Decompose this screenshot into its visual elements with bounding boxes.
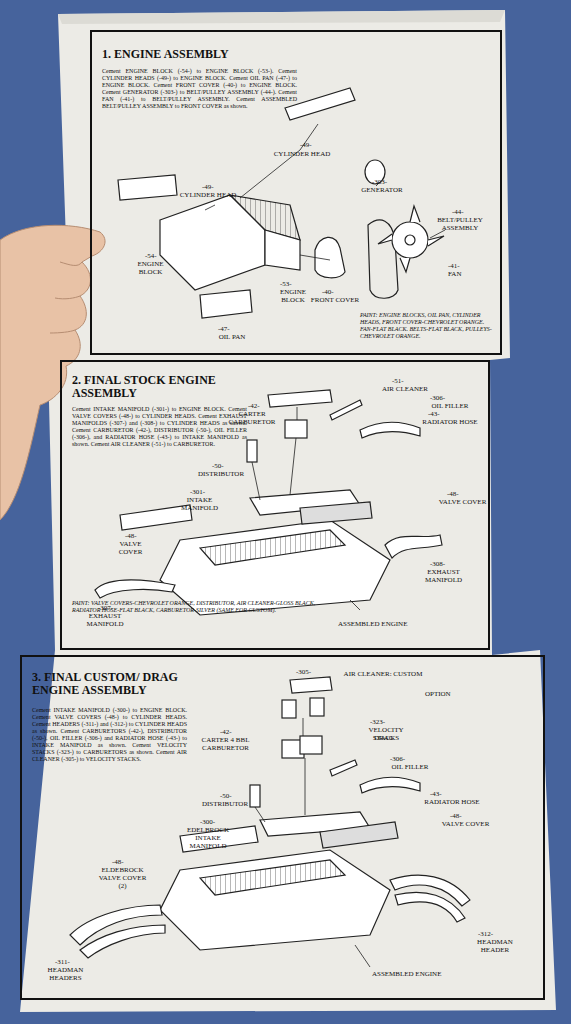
callout-number: -303- [372,178,387,186]
step-heading: 1. ENGINE ASSEMBLY [102,48,282,61]
callout-number: -305- [296,668,311,676]
callout-number: -49- [300,141,312,149]
instruction-panel: 2. FINAL STOCK ENGINE ASSEMBLY Cement INT… [60,360,490,650]
callout-number: -312- [478,930,493,938]
callout-number: -54- [145,252,157,260]
part-name: OPTION [425,690,451,698]
part-name: FRONT COVER [310,296,360,304]
callout-number: -44- [452,208,464,216]
part-name: ENGINE BLOCK [268,288,318,304]
callout-number: -42- [220,728,232,736]
part-name: ELDEBROCK VALVE COVER (2) [95,866,150,890]
part-name: VALVE COVER [108,540,153,556]
callout-number: -48- [125,532,137,540]
part-name: FAN [448,270,461,278]
callout-number: -47- [218,325,230,333]
callout-number: -50- [212,462,224,470]
part-name: CYLINDER HEAD [178,191,238,199]
part-name: ENGINE BLOCK [128,260,173,276]
callout-number: -41- [448,262,460,270]
callout-number: -48- [450,812,462,820]
step-instructions: Cement INTAKE MANIFOLD (-301-) to ENGINE… [72,406,247,448]
part-name: CARTER 4 BBL CARBURETOR [188,736,263,752]
part-name: OIL PAN [212,333,252,341]
part-name: AIR CLEANER [375,385,435,393]
part-name: RADIATOR HOSE [422,798,482,806]
step-instructions: Cement INTAKE MANIFOLD (-300-) to ENGINE… [32,707,187,763]
callout-number: -51- [392,377,404,385]
callout-number: -311- [55,958,70,966]
callout-number: -308- [430,560,445,568]
part-name: OIL FILLER [425,402,475,410]
part-name: EDELBROCK INTAKE MANIFOLD [178,826,238,850]
part-name: DRAG [374,734,394,742]
part-name: OIL FILLER [385,763,435,771]
part-name: HEADMAN HEADER [465,938,525,954]
callout-number: -50- [220,792,232,800]
callout-number: -300- [200,818,215,826]
part-name: CYLINDER HEAD [272,150,332,158]
callout-number: -307- [98,604,113,612]
callout-number: -53- [280,280,292,288]
part-name: RADIATOR HOSE [420,418,480,426]
callout-number: -306- [390,755,405,763]
part-name: GENERATOR [352,186,412,194]
callout-number: -43- [430,790,442,798]
part-name: DISTRIBUTOR [200,800,250,808]
part-name: VALVE COVER [435,498,490,506]
paint-note: PAINT: ENGINE BLOCKS, OIL PAN, CYLINDER … [360,312,496,340]
callout-number: -306- [430,394,445,402]
part-name: INTAKE MANIFOLD [172,496,227,512]
part-name: ASSEMBLED ENGINE [372,970,441,978]
callout-number: -323- [370,718,385,726]
part-name: AIR CLEANER: CUSTOM [338,670,428,678]
instruction-panel: 1. ENGINE ASSEMBLY Cement ENGINE BLOCK (-… [90,30,502,355]
callout-number: -49- [202,183,214,191]
step-heading: 3. FINAL CUSTOM/ DRAG ENGINE ASSEMBLY [32,671,182,697]
part-name: BELT/PULLEY ASSEMBLY [425,216,495,232]
callout-number: -48- [112,858,124,866]
part-name: HEADMAN HEADERS [38,966,93,982]
step-heading: 2. FINAL STOCK ENGINE ASSEMBLY [72,374,242,400]
part-name: ASSEMBLED ENGINE [338,620,407,628]
part-name: DISTRIBUTOR [196,470,246,478]
part-name: CARTER CARBURETOR [222,410,282,426]
part-name: EXHAUST MANIFOLD [80,612,130,628]
callout-number: -40- [322,288,334,296]
callout-number: -48- [447,490,459,498]
part-name: VALVE COVER [438,820,493,828]
callout-number: -301- [190,488,205,496]
part-name: EXHAUST MANIFOLD [416,568,471,584]
step-instructions: Cement ENGINE BLOCK (-54-) to ENGINE BLO… [102,68,297,110]
callout-number: -42- [248,402,260,410]
callout-number: -43- [428,410,440,418]
